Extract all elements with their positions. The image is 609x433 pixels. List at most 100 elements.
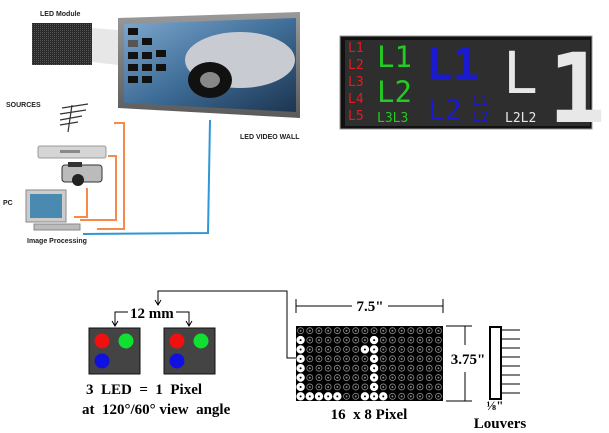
antenna-icon xyxy=(59,103,89,133)
pixel-center xyxy=(317,395,320,398)
pixel-center xyxy=(409,329,412,332)
red-lines: L1 L2 L3 L4 L5 xyxy=(348,41,364,124)
pixel-center xyxy=(299,376,302,379)
output-cable xyxy=(82,119,211,235)
pixel-center xyxy=(308,385,311,388)
matrix-pixels xyxy=(296,327,442,401)
pixel-center xyxy=(428,367,431,370)
white-small: L2L2 xyxy=(505,111,536,126)
louvers-icon xyxy=(489,326,520,400)
pixel-center xyxy=(409,357,412,360)
led-module-image xyxy=(32,23,92,65)
pixel-center xyxy=(437,395,440,398)
pixel-center xyxy=(345,339,348,342)
width-dimension xyxy=(295,299,444,313)
pixel-center xyxy=(308,357,311,360)
pixel-center xyxy=(336,339,339,342)
pixel-center xyxy=(354,385,357,388)
pixel-center xyxy=(400,385,403,388)
pixel-center xyxy=(363,385,366,388)
pixel-center xyxy=(336,395,339,398)
pixel-center xyxy=(345,367,348,370)
image-processing-label: Image Processing xyxy=(27,238,87,245)
pixel-center xyxy=(354,329,357,332)
pixel-center xyxy=(327,357,330,360)
pixel-center xyxy=(437,357,440,360)
pixel-center xyxy=(373,348,376,351)
pixel-center xyxy=(419,367,422,370)
pixel-center xyxy=(363,339,366,342)
pixel-center xyxy=(428,357,431,360)
view-angle-label: at 120°/60° view angle xyxy=(82,402,231,418)
pixel-center xyxy=(345,348,348,351)
pixel-center xyxy=(336,357,339,360)
pixel-center xyxy=(428,348,431,351)
red-line-1: L1 xyxy=(348,41,364,56)
led-pixel-2 xyxy=(163,327,216,375)
pixel-center xyxy=(382,329,385,332)
sources-label: SOURCES xyxy=(6,102,41,109)
green-small: L3L3 xyxy=(377,111,408,126)
pixel-center xyxy=(373,329,376,332)
pixel-center xyxy=(373,385,376,388)
pixel-center xyxy=(354,367,357,370)
red-line-2: L2 xyxy=(348,58,364,73)
pixel-center xyxy=(382,385,385,388)
pixel-center xyxy=(336,348,339,351)
pixel-center xyxy=(400,357,403,360)
pixel-center xyxy=(363,376,366,379)
dvd-player-icon xyxy=(37,145,107,159)
width-label: 7.5" xyxy=(356,299,383,315)
pixel-center xyxy=(419,357,422,360)
pixel-center xyxy=(382,367,385,370)
pixel-center xyxy=(409,385,412,388)
red-line-5: L5 xyxy=(348,109,364,124)
pixel-center xyxy=(428,339,431,342)
pixel-center xyxy=(336,376,339,379)
pixel-center xyxy=(382,339,385,342)
pixel-center xyxy=(345,385,348,388)
pixel-center xyxy=(419,329,422,332)
camcorder-icon xyxy=(61,162,103,186)
height-dimension xyxy=(446,325,472,402)
pixel-center xyxy=(400,339,403,342)
pixel-center xyxy=(299,348,302,351)
pixel-center xyxy=(437,385,440,388)
pixel-center xyxy=(382,395,385,398)
pixel-center xyxy=(299,357,302,360)
pixel-center xyxy=(382,348,385,351)
zoom-beam xyxy=(92,28,118,65)
pixel-center xyxy=(354,339,357,342)
pixel-center xyxy=(419,376,422,379)
pixel-center xyxy=(327,348,330,351)
pixel-equation: 3 LED = 1 Pixel xyxy=(86,382,202,398)
red-line-3: L3 xyxy=(348,75,364,90)
pixel-center xyxy=(299,385,302,388)
pixel-center xyxy=(382,357,385,360)
pixel-center xyxy=(391,376,394,379)
pixel-center xyxy=(327,376,330,379)
video-wall-label: LED VIDEO WALL xyxy=(240,134,300,141)
pixel-center xyxy=(299,339,302,342)
pixel-center xyxy=(299,395,302,398)
green-big-2: L2 xyxy=(377,75,412,109)
pixel-center xyxy=(409,376,412,379)
pixel-center xyxy=(317,376,320,379)
pixel-center xyxy=(419,339,422,342)
pixel-center xyxy=(409,367,412,370)
pixel-center xyxy=(299,329,302,332)
red-line-4: L4 xyxy=(348,92,364,107)
pixel-center xyxy=(437,376,440,379)
led-pixel-1 xyxy=(88,327,141,375)
pixel-center xyxy=(419,395,422,398)
pitch-label: 12 mm xyxy=(130,306,174,322)
pixel-center xyxy=(327,385,330,388)
pixel-center xyxy=(400,367,403,370)
pixel-center xyxy=(373,357,376,360)
pixel-center xyxy=(345,376,348,379)
pixel-center xyxy=(363,395,366,398)
pixel-center xyxy=(317,348,320,351)
white-big: L xyxy=(503,39,538,107)
pixel-center xyxy=(345,395,348,398)
